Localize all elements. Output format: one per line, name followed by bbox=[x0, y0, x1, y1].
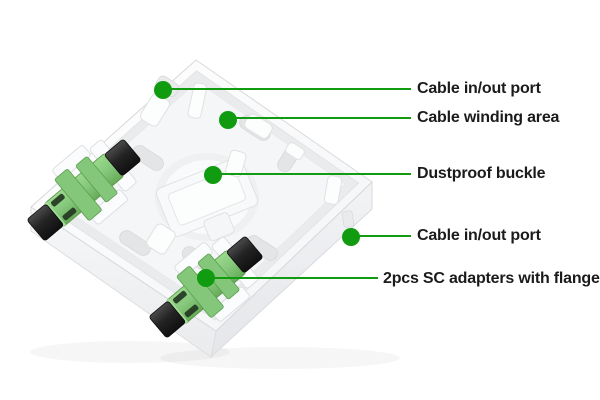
dustproof-buckle bbox=[155, 156, 259, 242]
callout-dots bbox=[154, 81, 360, 287]
cable-port-side bbox=[341, 210, 355, 228]
sc-adapter-upper bbox=[27, 139, 141, 241]
callout-label-cable-in-out-port-side: Cable in/out port bbox=[417, 227, 541, 244]
callout-dot-3 bbox=[204, 166, 222, 184]
callout-label-cable-in-out-port-top: Cable in/out port bbox=[417, 80, 541, 97]
interior-clips bbox=[139, 82, 343, 255]
callout-dot-4 bbox=[342, 228, 360, 246]
callout-dot-2 bbox=[219, 111, 237, 129]
callout-lines bbox=[165, 88, 411, 279]
callout-dot-5 bbox=[197, 269, 215, 287]
callout-label-cable-winding-area: Cable winding area bbox=[417, 109, 560, 126]
callout-dot-1 bbox=[154, 81, 172, 99]
callout-label-sc-adapters: 2pcs SC adapters with flange bbox=[383, 270, 600, 287]
callout-label-dustproof-buckle: Dustproof buckle bbox=[417, 165, 546, 182]
